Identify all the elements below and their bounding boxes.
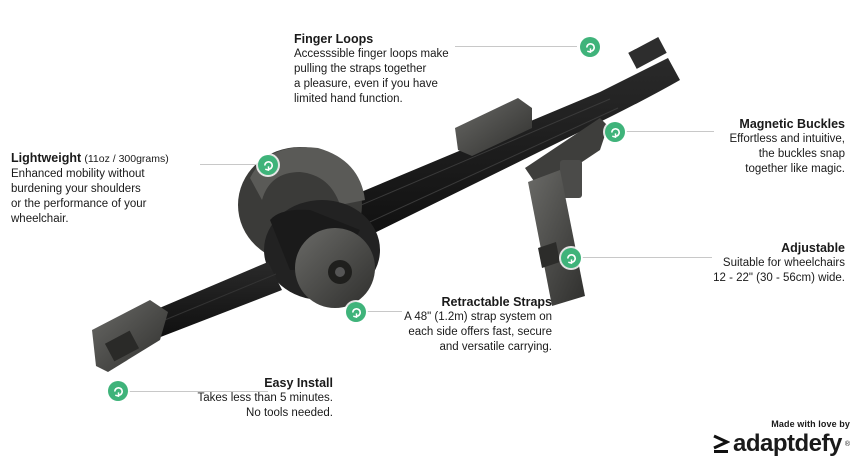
- logo-mark-icon: [713, 434, 730, 453]
- feature-title: Lightweight: [11, 151, 82, 165]
- reel-housing: [238, 147, 380, 308]
- feature-line: 12 - 22" (30 - 56cm) wide.: [713, 272, 845, 284]
- feature-line: burdening your shoulders: [11, 183, 141, 195]
- strap-end-label: [628, 36, 667, 69]
- feature-title: Easy Install: [264, 376, 333, 390]
- wheelchair-clamp: [528, 170, 585, 306]
- adjustable-marker-icon: [561, 248, 581, 268]
- logo-wordmark: adaptdefy: [732, 430, 842, 457]
- easy-install-buckle: [92, 300, 168, 372]
- feature-title: Adjustable: [781, 241, 845, 255]
- feature-line: each side offers fast, secure: [408, 326, 552, 338]
- leader-lightweight: [200, 164, 256, 165]
- feature-title: Finger Loops: [294, 32, 374, 46]
- feature-line: a pleasure, even if you have: [294, 78, 438, 90]
- feature-subtitle: (11oz / 300grams): [84, 153, 169, 165]
- feature-lightweight: Lightweight (11oz / 300grams) Enhanced m…: [11, 150, 169, 227]
- finger-loops-marker-icon: [580, 37, 600, 57]
- feature-finger-loops: Finger Loops Accesssible finger loops ma…: [294, 31, 449, 107]
- feature-line: Accesssible finger loops make: [294, 48, 449, 60]
- feature-line: A 48" (1.2m) strap system on: [404, 311, 552, 323]
- feature-easy-install: Easy Install Takes less than 5 minutes. …: [197, 375, 333, 421]
- feature-line: together like magic.: [745, 163, 845, 175]
- feature-title: Magnetic Buckles: [739, 117, 845, 131]
- feature-line: wheelchair.: [11, 213, 69, 225]
- feature-adjustable: Adjustable Suitable for wheelchairs 12 -…: [713, 240, 845, 286]
- brand-signature: Made with love by adaptdefy®: [712, 419, 850, 457]
- feature-line: No tools needed.: [246, 407, 333, 419]
- leader-adjustable: [582, 257, 712, 258]
- upper-strap: [330, 58, 680, 245]
- feature-line: Suitable for wheelchairs: [722, 257, 845, 269]
- leader-magnetic-buckles: [626, 131, 714, 132]
- feature-line: limited hand function.: [294, 93, 403, 105]
- feature-line: Takes less than 5 minutes.: [197, 392, 333, 404]
- lower-strap: [150, 262, 282, 338]
- easy-install-marker-icon: [108, 381, 128, 401]
- retractable-straps-marker-icon: [346, 302, 366, 322]
- magnetic-buckles-marker-icon: [605, 122, 625, 142]
- logo-trademark: ®: [844, 440, 850, 448]
- feature-line: Enhanced mobility without: [11, 168, 145, 180]
- adaptdefy-logo: adaptdefy®: [712, 431, 850, 457]
- magnetic-buckle: [525, 118, 608, 190]
- feature-line: pulling the straps together: [294, 63, 427, 75]
- feature-line: and versatile carrying.: [439, 341, 553, 353]
- leader-retractable-straps: [366, 311, 402, 312]
- feature-line: or the performance of your: [11, 198, 147, 210]
- feature-magnetic-buckles: Magnetic Buckles Effortless and intuitiv…: [730, 116, 846, 177]
- made-with-love-text: Made with love by: [771, 419, 850, 429]
- lightweight-marker-icon: [258, 155, 278, 175]
- feature-title: Retractable Straps: [441, 295, 552, 309]
- feature-line: the buckles snap: [758, 148, 845, 160]
- finger-loop-clip: [455, 98, 532, 156]
- feature-line: Effortless and intuitive,: [729, 133, 846, 145]
- leader-easy-install: [128, 391, 268, 392]
- feature-retractable-straps: Retractable Straps A 48" (1.2m) strap sy…: [404, 294, 552, 355]
- leader-finger-loops: [455, 46, 577, 47]
